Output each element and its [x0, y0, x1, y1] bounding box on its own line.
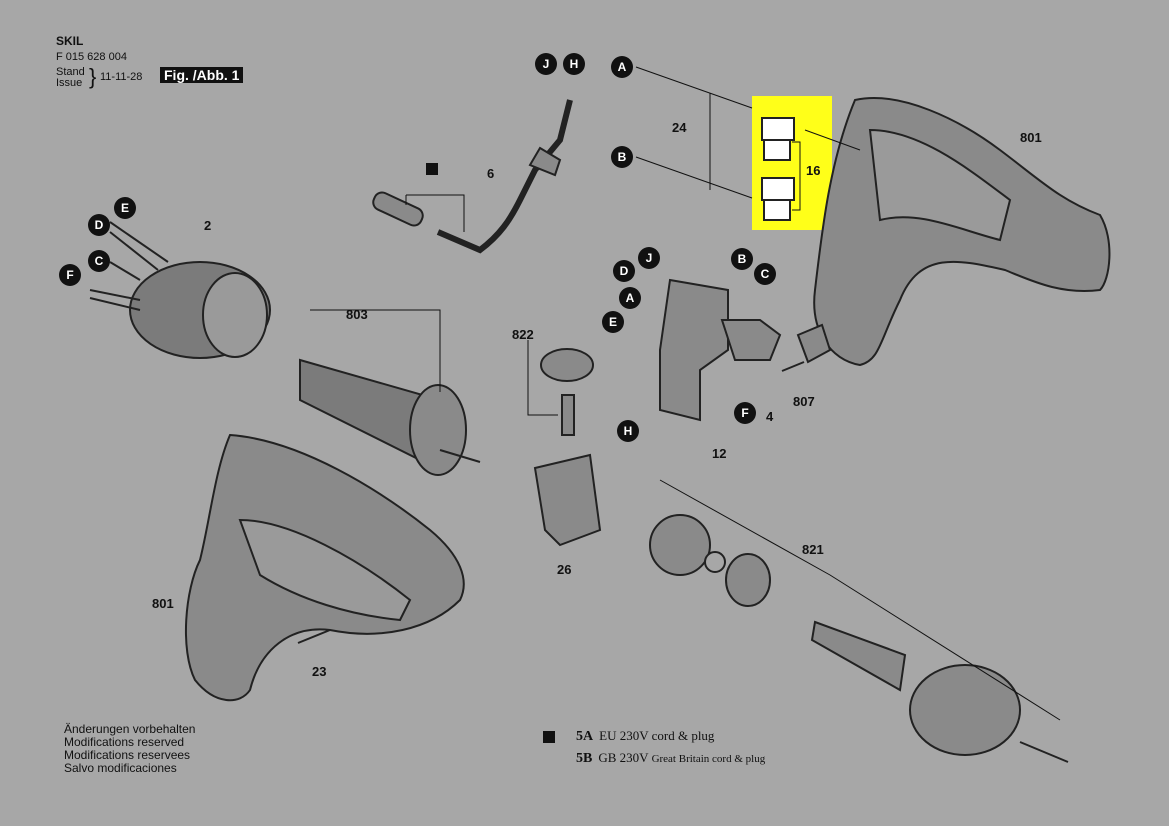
armature	[299, 358, 481, 476]
note-de: Änderungen vorbehalten	[64, 722, 196, 736]
part-821: 821	[802, 542, 824, 557]
field-coil	[89, 221, 271, 359]
legend-5b-text: GB 230V	[598, 750, 649, 765]
part-822: 822	[512, 327, 534, 342]
switch	[659, 278, 782, 422]
housing-half-bottom	[184, 433, 465, 702]
legend-5b-code: 5B	[576, 751, 593, 766]
part-number: F 015 628 004	[56, 51, 127, 63]
part-26: 26	[557, 562, 572, 577]
part-2: 2	[204, 218, 212, 233]
part-801-top: 801	[1020, 130, 1042, 145]
callout-E-switch: E	[609, 315, 617, 329]
callout-H-top: H	[570, 57, 579, 71]
legend-5a-code: 5A	[576, 729, 594, 744]
brand-name: SKIL	[56, 34, 84, 48]
note-es: Salvo modificaciones	[64, 761, 177, 775]
power-cord	[372, 99, 573, 254]
stand-label: Stand	[56, 66, 85, 78]
gearbox-parts	[649, 514, 1069, 763]
callout-J-switch: J	[646, 251, 653, 265]
part-24: 24	[672, 120, 687, 135]
screws	[297, 323, 832, 644]
carbon-brushes	[761, 117, 795, 221]
callout-A-switch: A	[626, 291, 635, 305]
callout-D-left: D	[95, 218, 104, 232]
legend-5a: 5A EU 230V cord & plug	[576, 728, 714, 745]
issue-label: Issue	[56, 77, 83, 89]
callout-C-switch: C	[761, 267, 770, 281]
speed-knob	[533, 348, 602, 547]
callout-F-switch: F	[741, 406, 748, 420]
callout-H-switch: H	[624, 424, 633, 438]
callout-C-left: C	[95, 254, 104, 268]
part-801-bottom: 801	[152, 596, 174, 611]
cord-variant-marker	[426, 163, 438, 175]
part-16: 16	[806, 163, 821, 178]
legend-5b: 5B GB 230V Great Britain cord & plug	[576, 750, 765, 767]
callout-J-top: J	[543, 57, 550, 71]
leader-lines	[310, 66, 1061, 721]
part-4: 4	[766, 409, 774, 424]
callout-D-switch: D	[620, 264, 629, 278]
part-803: 803	[346, 307, 368, 322]
callout-B-switch: B	[738, 252, 747, 266]
note-fr: Modifications reservees	[64, 748, 191, 762]
housing-half-top	[813, 97, 1111, 367]
callout-E-left: E	[121, 201, 129, 215]
note-en: Modifications reserved	[64, 735, 185, 749]
legend-5b-detail: Great Britain cord & plug	[651, 753, 766, 765]
issue-date: 11-11-28	[100, 71, 143, 83]
callout-F-left: F	[66, 268, 73, 282]
part-23: 23	[312, 664, 327, 679]
callout-B-top: B	[618, 150, 627, 164]
part-12: 12	[712, 446, 727, 461]
callout-letters: J H A B E D C F J D B C A E H F	[66, 57, 769, 438]
part-6: 6	[487, 166, 495, 181]
legend-5a-text: EU 230V cord & plug	[599, 728, 715, 743]
callout-A-top: A	[618, 60, 627, 74]
legend-marker	[543, 731, 555, 743]
part-807: 807	[793, 394, 815, 409]
callout-circles	[59, 53, 776, 442]
figure-label: Fig. /Abb. 1	[160, 67, 244, 83]
brace-symbol: }	[89, 64, 97, 89]
